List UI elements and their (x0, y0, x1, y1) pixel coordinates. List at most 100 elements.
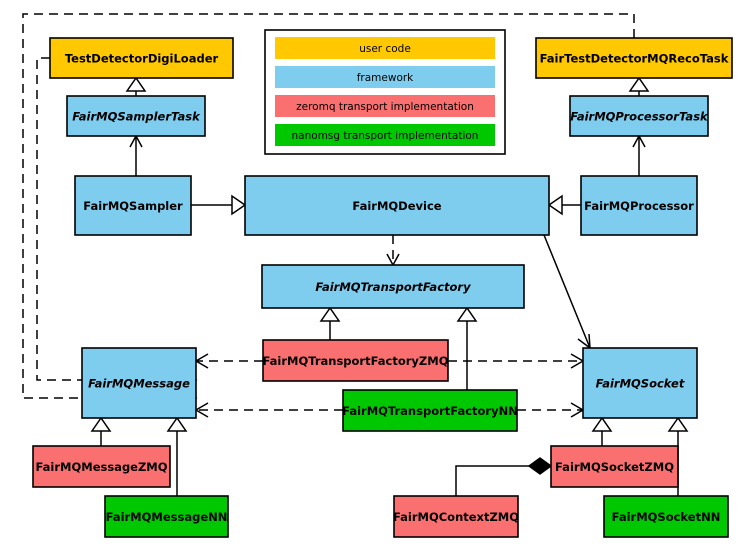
legend-label: nanomsg transport implementation (292, 130, 479, 142)
class-box-fill[interactable] (49, 37, 234, 79)
class-name-label: FairMQSocketNN (612, 510, 721, 524)
arrowhead-filled-diamond-right (527, 457, 553, 475)
class-name-label: FairMQMessageZMQ (35, 460, 167, 474)
class-box-fill[interactable] (262, 339, 449, 382)
class-box-fairmq-message[interactable]: FairMQMessage (81, 347, 197, 419)
edge-factory-nn-to-socket (517, 402, 585, 418)
class-box-fill[interactable] (32, 445, 171, 488)
arrowhead-hollow-triangle-up (456, 306, 478, 322)
class-name-label: FairMQSampler (83, 199, 183, 213)
class-box-fairmq-processor-task[interactable]: FairMQProcessorTask (569, 95, 709, 137)
edge-transport-factory-nn-to-factory (456, 306, 478, 390)
class-name-label: FairMQProcessorTask (570, 110, 709, 124)
class-box-fairmq-socket-nn[interactable]: FairMQSocketNN (603, 495, 729, 538)
legend-swatch (275, 95, 495, 117)
edge-message-nn-to-message (166, 416, 188, 496)
class-box-fill[interactable] (582, 347, 698, 419)
edge-message-zmq-to-message (90, 416, 112, 446)
class-name-label: FairMQDevice (352, 199, 441, 213)
class-box-fairmq-socket[interactable]: FairMQSocket (582, 347, 698, 419)
class-box-fill[interactable] (535, 37, 733, 79)
edge-sampler-task-to-digi-loader (125, 76, 147, 96)
class-box-fill[interactable] (342, 389, 518, 432)
class-name-label: FairMQTransportFactoryZMQ (262, 354, 448, 368)
edge-processor-to-processor-task (632, 134, 646, 176)
class-name-label: FairMQMessage (88, 377, 190, 391)
edge-line (455, 465, 540, 496)
edge-factory-nn-to-message (194, 402, 343, 418)
class-name-label: TestDetectorDigiLoader (65, 52, 219, 66)
class-box-fill[interactable] (569, 95, 709, 137)
nodes-layer: TestDetectorDigiLoaderFairMQSamplerTaskF… (32, 37, 733, 538)
arrowhead-hollow-triangle-up (667, 416, 689, 432)
arrowhead-open-arrow-diag (577, 333, 591, 350)
arrowhead-hollow-triangle-up (166, 416, 188, 432)
edge-factory-zmq-to-socket (448, 353, 585, 369)
class-box-fairmq-device[interactable]: FairMQDevice (244, 175, 550, 236)
class-box-fairmq-context-zmq[interactable]: FairMQContextZMQ (393, 495, 519, 538)
class-name-label: FairMQContextZMQ (393, 510, 519, 524)
edge-device-to-socket (543, 234, 591, 350)
arrowhead-hollow-triangle-up (319, 306, 341, 322)
class-name-label: FairTestDetectorMQRecoTask (540, 52, 729, 66)
legend-item-1: framework (275, 66, 495, 88)
legend-item-0: user code (275, 37, 495, 59)
class-box-fill[interactable] (603, 495, 729, 538)
class-box-fairmq-sampler-task[interactable]: FairMQSamplerTask (66, 95, 206, 137)
legend-panel: user code framework zeromq transport imple… (264, 29, 506, 155)
legend-swatch (275, 66, 495, 88)
class-name-label: FairMQSocketZMQ (555, 460, 674, 474)
class-box-fairmq-transport-factory[interactable]: FairMQTransportFactory (261, 264, 525, 309)
legend-label: framework (357, 72, 414, 84)
edges-layer (22, 13, 689, 496)
edge-processor-task-to-reco-task (628, 76, 650, 96)
edge-line (22, 13, 635, 399)
class-box-fair-test-detector-mq-reco-task[interactable]: FairTestDetectorMQRecoTask (535, 37, 733, 79)
arrowhead-hollow-triangle-right (231, 194, 247, 216)
class-name-label: FairMQSocket (596, 377, 685, 391)
edge-factory-zmq-to-message (194, 353, 263, 369)
class-box-fill[interactable] (580, 175, 698, 236)
class-name-label: FairMQTransportFactory (315, 280, 471, 294)
edge-line (543, 234, 591, 349)
edge-processor-to-device (547, 194, 581, 216)
class-box-fill[interactable] (393, 495, 519, 538)
class-box-fairmq-processor[interactable]: FairMQProcessor (580, 175, 698, 236)
class-box-fairmq-socket-zmq[interactable]: FairMQSocketZMQ (550, 445, 679, 488)
edge-context-zmq-to-socket-zmq (455, 457, 553, 496)
class-box-fill[interactable] (81, 347, 197, 419)
legend-item-2: zeromq transport implementation (275, 95, 495, 117)
class-box-fairmq-message-nn[interactable]: FairMQMessageNN (104, 495, 229, 538)
class-box-fairmq-sampler[interactable]: FairMQSampler (74, 175, 192, 236)
arrowhead-hollow-triangle-left (547, 194, 563, 216)
class-name-label: FairMQProcessor (584, 199, 694, 213)
class-box-fill[interactable] (104, 495, 229, 538)
legend-swatch (275, 37, 495, 59)
legend-label: user code (359, 43, 411, 55)
class-box-fill[interactable] (74, 175, 192, 236)
class-box-fairmq-message-zmq[interactable]: FairMQMessageZMQ (32, 445, 171, 488)
class-name-label: FairMQTransportFactoryNN (342, 404, 518, 418)
class-box-fairmq-transport-factory-zmq[interactable]: FairMQTransportFactoryZMQ (262, 339, 449, 382)
class-name-label: FairMQSamplerTask (72, 110, 201, 124)
edge-sampler-to-sampler-task (129, 134, 143, 176)
arrowhead-hollow-triangle-up (125, 76, 147, 92)
class-name-label: FairMQMessageNN (106, 510, 228, 524)
class-box-fairmq-transport-factory-nn[interactable]: FairMQTransportFactoryNN (342, 389, 518, 432)
arrowhead-hollow-triangle-up (591, 416, 613, 432)
arrowhead-hollow-triangle-up (90, 416, 112, 432)
arrowhead-hollow-triangle-up (628, 76, 650, 92)
legend-label: zeromq transport implementation (296, 101, 474, 113)
class-box-test-detector-digi-loader[interactable]: TestDetectorDigiLoader (49, 37, 234, 79)
edge-socket-zmq-to-socket (591, 416, 613, 446)
edge-transport-factory-zmq-to-factory (319, 306, 341, 340)
class-box-fill[interactable] (261, 264, 525, 309)
legend-item-3: nanomsg transport implementation (275, 124, 495, 146)
class-box-fill[interactable] (550, 445, 679, 488)
class-box-fill[interactable] (66, 95, 206, 137)
edge-line (36, 57, 196, 381)
class-box-fill[interactable] (244, 175, 550, 236)
edge-sampler-to-device (191, 194, 247, 216)
